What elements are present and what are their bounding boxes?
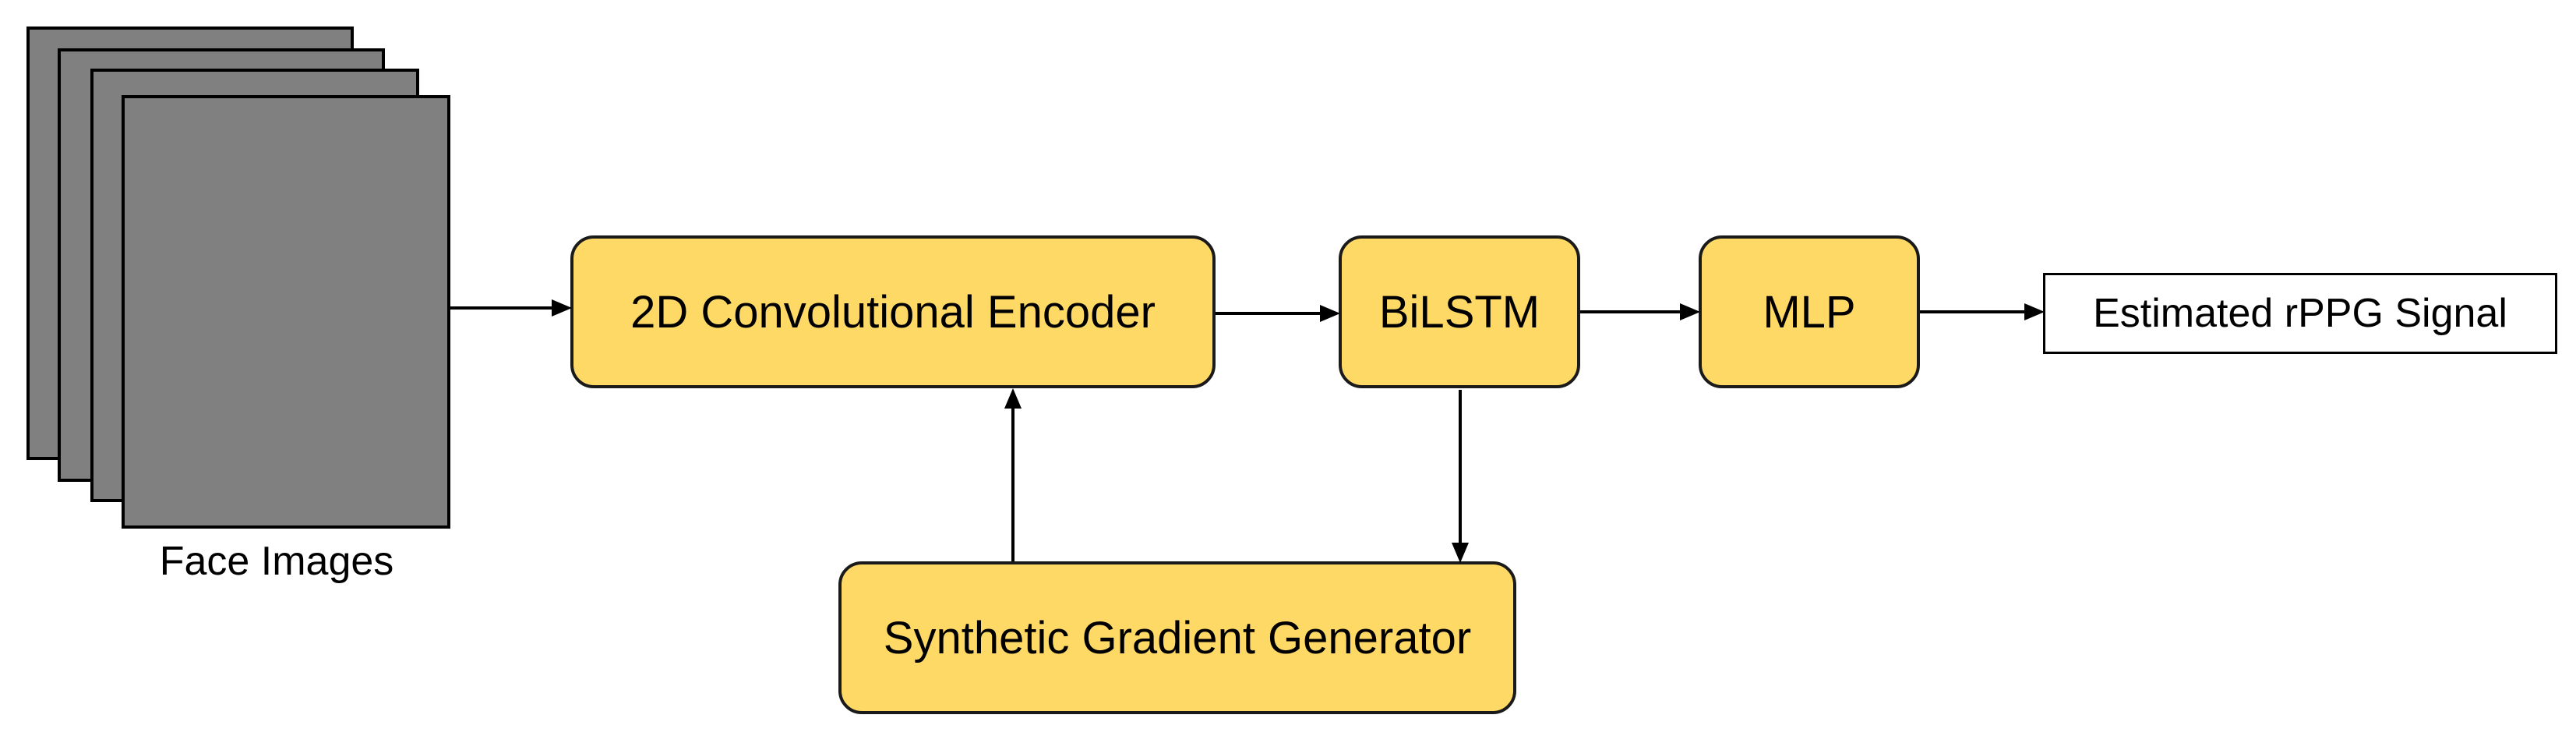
bilstm-block: BiLSTM: [1339, 235, 1580, 388]
output-signal-box: Estimated rPPG Signal: [2043, 273, 2557, 354]
mlp-block: MLP: [1699, 235, 1920, 388]
arrow-bilstm-to-synthetic: [1452, 390, 1469, 563]
arrow-encoder-to-bilstm: [1216, 305, 1340, 322]
encoder-block: 2D Convolutional Encoder: [570, 235, 1216, 388]
arrow-bilstm-to-mlp: [1580, 303, 1700, 320]
arrow-synthetic-to-encoder: [1004, 388, 1022, 561]
face-image-frame-4: [122, 95, 450, 529]
synthetic-gradient-generator-block: Synthetic Gradient Generator: [838, 561, 1516, 714]
arrow-frames-to-encoder: [450, 299, 572, 317]
face-images-caption: Face Images: [159, 539, 394, 584]
arrow-mlp-to-output: [1920, 303, 2045, 320]
